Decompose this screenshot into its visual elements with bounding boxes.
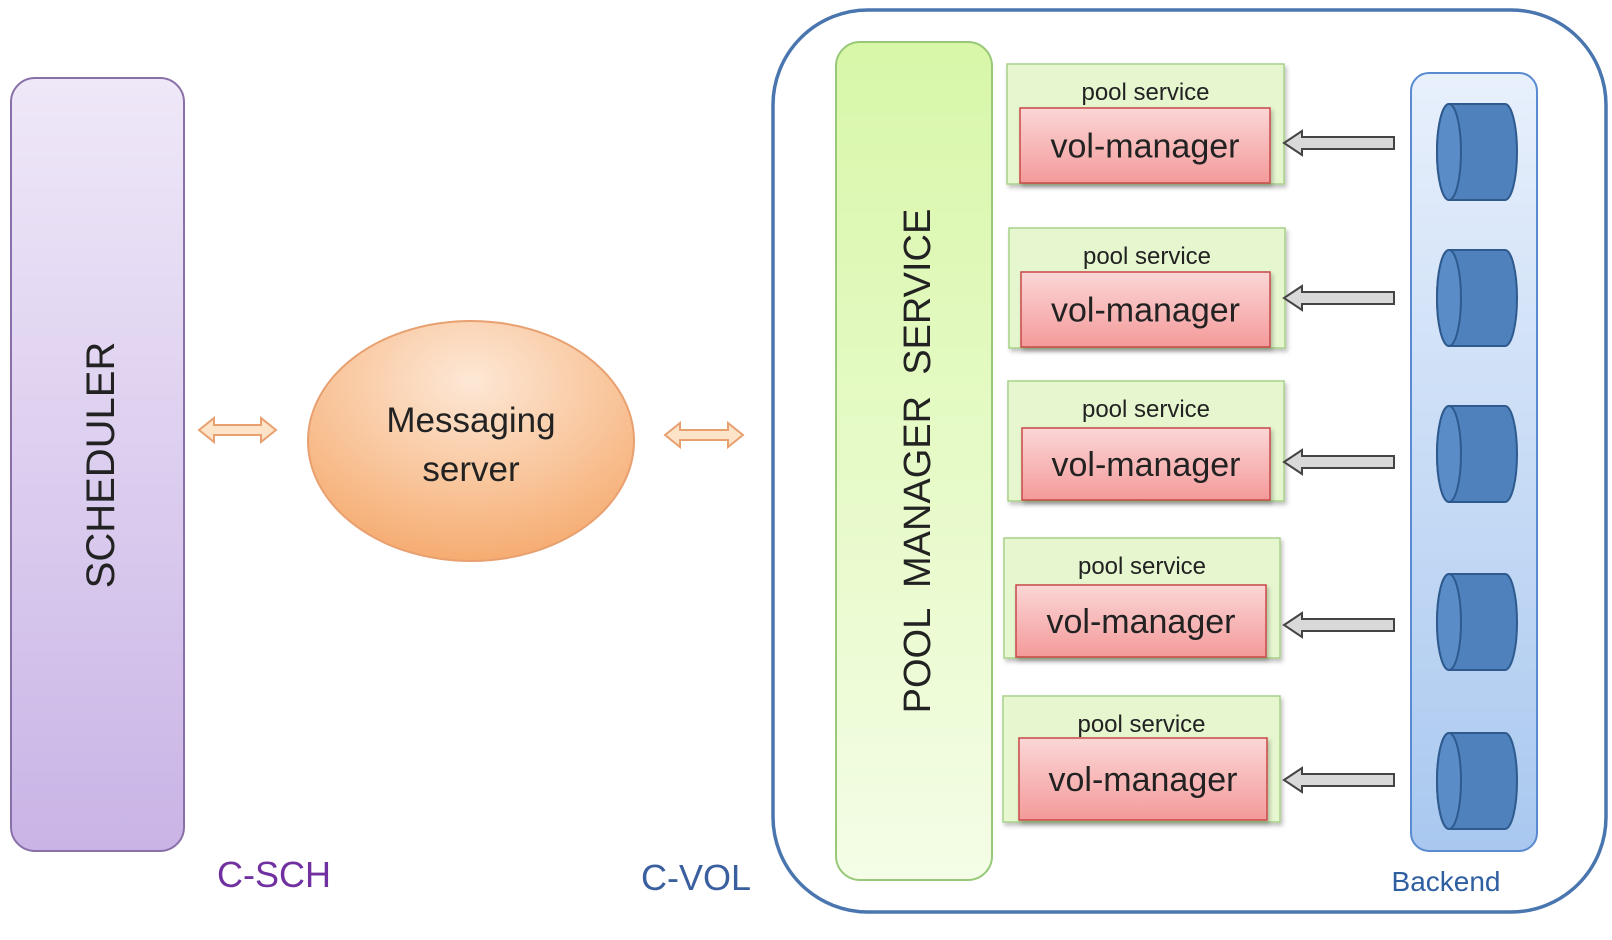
pool-services-group: pool service vol-manager pool service vol-m… [1002,63,1395,823]
backend-arrow [1282,766,1395,794]
vol-manager-label: vol-manager [1051,292,1240,330]
pool-service-title: pool service [1077,711,1205,738]
backend-arrow [1282,448,1395,476]
vol-manager-box: vol-manager [1021,427,1271,501]
storage-cylinder-icon [1436,405,1518,503]
scheduler-box: SCHEDULER [10,77,185,852]
cvol-label: C-VOL [641,857,751,898]
storage-cylinder-icon [1436,573,1518,671]
pool-service-box: pool service vol-manager [1006,63,1285,185]
storage-cylinder-icon [1436,249,1518,347]
vol-manager-box: vol-manager [1015,584,1267,658]
backend-arrow [1282,129,1395,157]
pool-service-title: pool service [1083,243,1211,270]
storage-cylinder-icon [1436,732,1518,830]
vol-manager-label: vol-manager [1047,603,1236,641]
backend-cylinders [1436,103,1518,830]
pool-manager-label: POOL MANAGER SERVICE [897,209,939,714]
backend-label: Backend [1392,866,1501,897]
pool-service-title: pool service [1081,79,1209,106]
pool-service-box: pool service vol-manager [1002,695,1281,823]
vol-manager-box: vol-manager [1018,737,1268,821]
cvol-container [771,8,1608,914]
backend-arrow [1282,284,1395,312]
bidirectional-arrow-right [663,420,745,450]
vol-manager-label: vol-manager [1049,761,1238,799]
vol-manager-label: vol-manager [1051,128,1240,166]
vol-manager-box: vol-manager [1020,271,1271,348]
vol-manager-box: vol-manager [1019,107,1271,184]
storage-cylinder-icon [1436,103,1518,201]
messaging-label-line1: Messaging [386,401,555,440]
scheduler-label: SCHEDULER [79,342,123,589]
pool-manager-service: POOL MANAGER SERVICE [835,41,993,881]
vol-manager-label: vol-manager [1052,446,1241,484]
pool-service-box: pool service vol-manager [1007,380,1285,502]
pool-service-box: pool service vol-manager [1008,227,1286,349]
pool-service-title: pool service [1082,396,1210,423]
csch-label: C-SCH [217,854,331,895]
bidirectional-arrow-left [197,415,278,445]
messaging-label-line2: server [422,450,520,489]
pool-service-box: pool service vol-manager [1003,537,1281,659]
backend-arrow [1282,611,1395,639]
messaging-server: Messaging server [307,320,635,562]
pool-service-title: pool service [1078,553,1206,580]
